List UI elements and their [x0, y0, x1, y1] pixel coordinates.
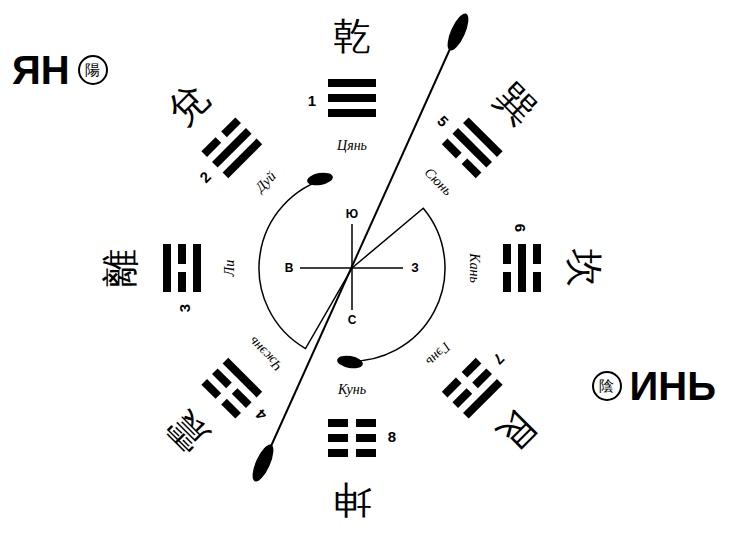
- circled-character: 陽: [78, 55, 108, 85]
- yin-line: [178, 244, 186, 264]
- trigram-number: 8: [388, 429, 396, 444]
- yang-line: [328, 109, 376, 117]
- trigram-number: 1: [308, 93, 316, 108]
- sector-tassel: [336, 354, 364, 370]
- trigram-character: 坎: [565, 249, 603, 287]
- yang-line: [452, 128, 492, 168]
- yang-line: [328, 94, 376, 102]
- yang-line: [518, 244, 526, 292]
- trigram-name: Чжэнь: [246, 334, 286, 374]
- trigram-name: Кунь: [338, 383, 366, 397]
- yang-line: [223, 139, 263, 179]
- trigram-character: 艮: [489, 405, 543, 459]
- compass-direction: Ю: [346, 208, 358, 220]
- yin-line: [356, 449, 376, 457]
- axis-tassel: [443, 11, 472, 53]
- yin-line: [356, 434, 376, 442]
- yin-line: [232, 388, 252, 408]
- trigram-number: 4: [253, 407, 270, 424]
- yin-sector: [342, 208, 445, 361]
- yin-line: [533, 272, 541, 292]
- yin-line: [503, 244, 511, 264]
- yin-line: [328, 449, 348, 457]
- yang-line: [193, 244, 201, 292]
- axis-tassel: [248, 442, 277, 484]
- trigram-symbol: [503, 244, 541, 292]
- yang-line: [463, 117, 503, 157]
- yang-mark: ЯН 陽: [12, 48, 108, 93]
- yang-line: [328, 79, 376, 87]
- trigram-number: 7: [491, 350, 508, 367]
- yin-line: [442, 139, 462, 159]
- axis-line: [258, 20, 463, 475]
- yin-line: [201, 137, 221, 157]
- yin-mark: 陰 ИНЬ: [592, 364, 716, 409]
- yin-line: [212, 368, 232, 388]
- trigram-character: 震: [161, 405, 215, 459]
- compass-direction: З: [411, 262, 419, 274]
- trigram-name: Сюнь: [422, 165, 455, 198]
- trigram-character: 兌: [161, 77, 215, 131]
- trigram-number: 6: [513, 224, 528, 232]
- yang-line: [163, 244, 171, 292]
- trigram-symbol: [442, 358, 503, 419]
- trigram-symbol: [201, 358, 262, 419]
- trigram-symbol: [328, 79, 376, 117]
- trigram-symbol: [328, 419, 376, 457]
- compass-line: [351, 224, 353, 310]
- sector-tassel: [306, 171, 334, 187]
- mark-heading: ИНЬ: [630, 364, 716, 409]
- yang-line: [463, 379, 503, 419]
- trigram-name: Дуй: [253, 169, 279, 195]
- trigram-name: Гэнь: [424, 340, 453, 369]
- trigram-symbol: [201, 117, 262, 178]
- yin-line: [221, 117, 241, 137]
- yang-line: [212, 128, 252, 168]
- trigram-character: 坤: [333, 481, 371, 519]
- yin-line: [452, 388, 472, 408]
- trigram-number: 2: [197, 169, 214, 186]
- trigram-character: 巽: [489, 77, 543, 131]
- compass-direction: В: [285, 262, 294, 274]
- trigram-name: Ли: [223, 260, 237, 276]
- yin-line: [462, 358, 482, 378]
- yin-line: [533, 244, 541, 264]
- compass-direction: С: [348, 314, 357, 326]
- yin-line: [328, 434, 348, 442]
- trigram-number: 5: [434, 113, 451, 130]
- yin-line: [328, 419, 348, 427]
- yang-sector: [259, 178, 352, 349]
- trigram-character: 乾: [333, 17, 371, 55]
- yin-line: [442, 378, 462, 398]
- yin-line: [462, 158, 482, 178]
- mark-heading: ЯН: [12, 48, 70, 93]
- trigram-number: 3: [177, 304, 192, 312]
- trigram-symbol: [163, 244, 201, 292]
- yin-line: [503, 272, 511, 292]
- yin-line: [472, 368, 492, 388]
- yin-line: [201, 379, 221, 399]
- trigram-name: Цянь: [337, 139, 367, 153]
- yin-line: [356, 419, 376, 427]
- circled-character: 陰: [592, 371, 622, 401]
- trigram-symbol: [442, 117, 503, 178]
- yin-line: [178, 272, 186, 292]
- yang-line: [223, 358, 263, 398]
- yin-line: [221, 399, 241, 419]
- trigram-character: 離: [101, 249, 139, 287]
- trigram-name: Кань: [467, 253, 481, 283]
